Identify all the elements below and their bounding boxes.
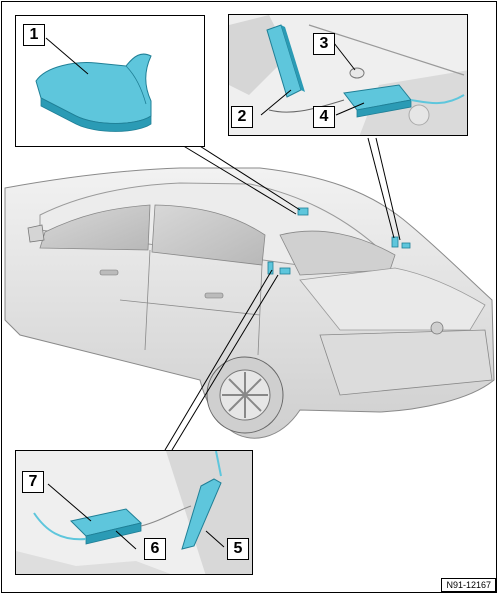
- side-mirror: [27, 224, 45, 243]
- inset-antenna: 1: [15, 15, 205, 147]
- module-marker-rear-2: [401, 242, 411, 249]
- module-marker-side-2: [279, 267, 291, 275]
- antenna-module-icon: [181, 478, 222, 550]
- side-window-rear: [151, 204, 266, 266]
- callout-4: 4: [313, 106, 335, 128]
- callout-3: 3: [313, 33, 335, 55]
- callout-1: 1: [23, 24, 45, 46]
- module-marker-side: [267, 261, 274, 275]
- trunk-lid: [299, 267, 486, 331]
- wiring-harness-icon: [410, 94, 465, 105]
- wiring-harness-icon: [33, 512, 87, 541]
- antenna-marker: [297, 207, 309, 216]
- rear-window: [279, 230, 396, 276]
- rear-bumper: [319, 329, 493, 396]
- inset-rear-modules: 2 3 4: [228, 14, 468, 136]
- callout-5: 5: [227, 538, 249, 560]
- vw-badge-icon: [430, 321, 444, 335]
- callout-2: 2: [231, 106, 253, 128]
- callout-6: 6: [144, 538, 166, 560]
- callout-7: 7: [22, 471, 44, 493]
- shark-fin-antenna-icon: [35, 53, 152, 124]
- figure-reference: N91-12167: [441, 578, 496, 592]
- side-window-front: [39, 204, 151, 251]
- module-marker-rear: [391, 236, 399, 248]
- inset-side-modules: 7 6 5: [15, 450, 253, 575]
